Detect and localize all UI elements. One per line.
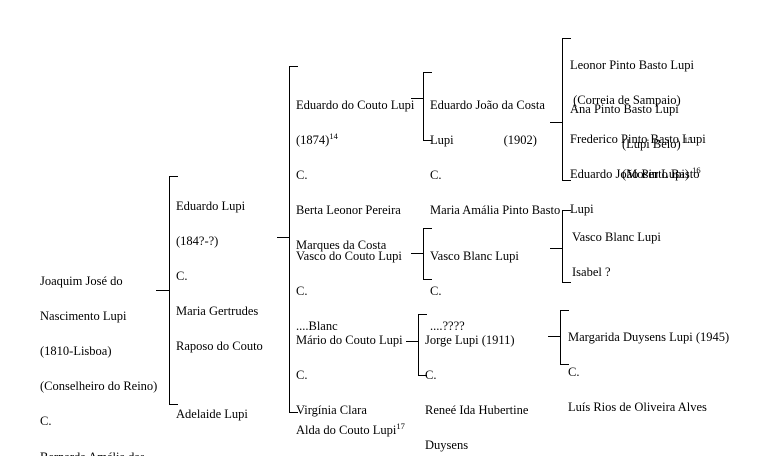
leonor-line-1: Leonor Pinto Basto Lupi [570,57,694,72]
eduardo-lupi-line-5: Raposo do Couto [176,339,263,354]
node-jorge-lupi: Jorge Lupi (1911) C. Reneé Ida Hubertine… [425,314,565,456]
bracket-gen2 [169,176,178,405]
eduardo-lupi-line-3: C. [176,268,188,283]
isabel-line-1: Isabel ? [572,264,611,279]
margarida-line-2: C. [568,364,580,379]
eduardo-joao-line-4: Maria Amália Pinto Basto [430,203,561,218]
ana-line-1: Ana Pinto Basto Lupi [570,101,679,116]
node-margarida-duysens-lupi: Margarida Duysens Lupi (1945) C. Luís Ri… [568,311,765,434]
vasco-blanc-line-2: C. [430,283,442,298]
jorge-lupi-line-3: Reneé Ida Hubertine [425,402,529,417]
jorge-lupi-line-2: C. [425,367,437,382]
leonor-line-2: (Correia de Sampaio) [570,92,681,107]
connector-gen4-to-gen5-b [550,248,563,249]
node-mario-do-couto-lupi: Mário do Couto Lupi C. Virgínia Clara [296,314,424,437]
node-eduardo-joao-pinto-basto-lupi: Eduardo João Pinto Basto Lupi [570,148,760,236]
mario-couto-line-2: C. [296,367,308,382]
mario-couto-line-3: Virgínia Clara [296,402,367,417]
node-adelaide-lupi: Adelaide Lupi [176,388,286,441]
bracket-gen4-vasco-blanc [423,228,432,280]
eduardo-joao-line-1: Eduardo João da Costa [430,97,545,112]
vasco-couto-line-1: Vasco do Couto Lupi [296,248,402,263]
eduardo-joao-line-3: C. [430,167,442,182]
eduardo-couto-line-2: (1874)14 [296,130,424,150]
eduardo-couto-line-1: Eduardo do Couto Lupi [296,97,415,112]
ana-line-2: (Lupi Belo) 15 [570,134,760,154]
node-vasco-blanc-lupi-child: Vasco Blanc Lupi [572,211,762,264]
root-line-2: Nascimento Lupi [40,308,127,323]
eduardo-lupi-line-4: Maria Gertrudes [176,304,259,319]
eduardo-lupi-line-2: (184?-?) [176,233,219,248]
jorge-lupi-line-1: Jorge Lupi (1911) [425,332,515,347]
root-line-3: (1810-Lisboa) [40,343,112,358]
vasco-couto-line-3: ....Blanc [296,318,338,333]
node-ana-pinto-basto-lupi: Ana Pinto Basto Lupi (Lupi Belo) 15 [570,83,760,171]
eduardo-joao-pb-line-2: Lupi [570,201,594,216]
margarida-line-3: Luís Rios de Oliveira Alves [568,399,707,414]
footnote-ref-17: 17 [396,420,405,431]
margarida-line-1: Margarida Duysens Lupi (1945) [568,329,730,344]
alda-couto-name: Alda do Couto Lupi [296,422,397,437]
node-vasco-blanc-lupi: Vasco Blanc Lupi C. ....???? [430,230,565,353]
bracket-gen3 [289,66,298,413]
connector-gen2-to-gen3 [277,237,290,238]
connector-root-to-gen2 [156,290,169,291]
node-vasco-do-couto-lupi: Vasco do Couto Lupi C. ....Blanc [296,230,424,353]
frederico-alias: (Moser Lupi) [622,166,693,181]
eduardo-lupi-line-1: Eduardo Lupi [176,198,246,213]
bracket-gen5-vasco-blanc-children [562,210,571,283]
node-root-joaquim: Joaquim José do Nascimento Lupi (1810-Li… [40,255,165,456]
bracket-gen5-margarida [560,310,569,365]
jorge-lupi-line-4: Duysens [425,438,469,453]
vasco-couto-line-2: C. [296,283,308,298]
root-line-1: Joaquim José do [40,273,123,288]
footnote-ref-15: 15 [683,134,693,145]
mario-couto-line-1: Mário do Couto Lupi [296,332,403,347]
alda-couto-line-1: Alda do Couto Lupi17 [296,420,446,440]
node-frederico-pinto-basto-lupi: Frederico Pinto Basto Lupi (Moser Lupi) … [570,113,765,201]
node-eduardo-joao-da-costa-lupi: Eduardo João da Costa Lupi (1902) C. Mar… [430,79,565,237]
node-leonor-pinto-basto-lupi: Leonor Pinto Basto Lupi (Correia de Samp… [570,39,760,127]
eduardo-joao-pb-line-1: Eduardo João Pinto Basto [570,166,700,181]
root-line-4: (Conselheiro do Reino) [40,379,158,394]
eduardo-couto-line-5: Marques da Costa [296,238,387,253]
eduardo-couto-year: (1874) [296,132,330,147]
connector-gen4-to-gen5-a [550,122,563,123]
node-alda-do-couto-lupi: Alda do Couto Lupi17 [296,404,446,456]
vasco-blanc-line-1: Vasco Blanc Lupi [430,248,519,263]
connector-gen3-to-gen4-a [411,98,424,99]
node-isabel: Isabel ? [572,246,762,299]
root-line-6: Bernarda Amélia das [40,449,165,456]
footnote-ref-14: 14 [329,130,338,141]
connector-gen3-to-gen4-b [411,253,424,254]
footnote-ref-16: 16 [692,164,701,175]
connector-gen4-to-gen5-c [548,336,561,337]
bracket-gen4-jorge-lupi [418,314,427,376]
node-eduardo-lupi: Eduardo Lupi (184?-?) C. Maria Gertrudes… [176,180,286,374]
vasco-blanc-line-3: ....???? [430,318,465,333]
node-eduardo-do-couto-lupi: Eduardo do Couto Lupi (1874)14 C. Berta … [296,79,424,273]
eduardo-couto-line-3: C. [296,167,308,182]
bracket-gen5-pinto-basto [562,38,571,181]
frederico-line-1: Frederico Pinto Basto Lupi [570,131,706,146]
ana-alias: (Lupi Belo) [622,136,684,151]
frederico-line-2: (Moser Lupi) 16 [570,164,765,184]
adelaide-lupi-line-1: Adelaide Lupi [176,406,248,421]
eduardo-couto-line-4: Berta Leonor Pereira [296,203,401,218]
bracket-gen4-eduardo-joao [423,72,432,141]
connector-gen3-to-gen4-c [406,341,419,342]
clip-mask-gen4 [561,128,571,150]
eduardo-joao-line-2: Lupi (1902) [430,132,537,147]
root-line-5: C. [40,414,52,429]
vasco-blanc-child-line-1: Vasco Blanc Lupi [572,229,661,244]
